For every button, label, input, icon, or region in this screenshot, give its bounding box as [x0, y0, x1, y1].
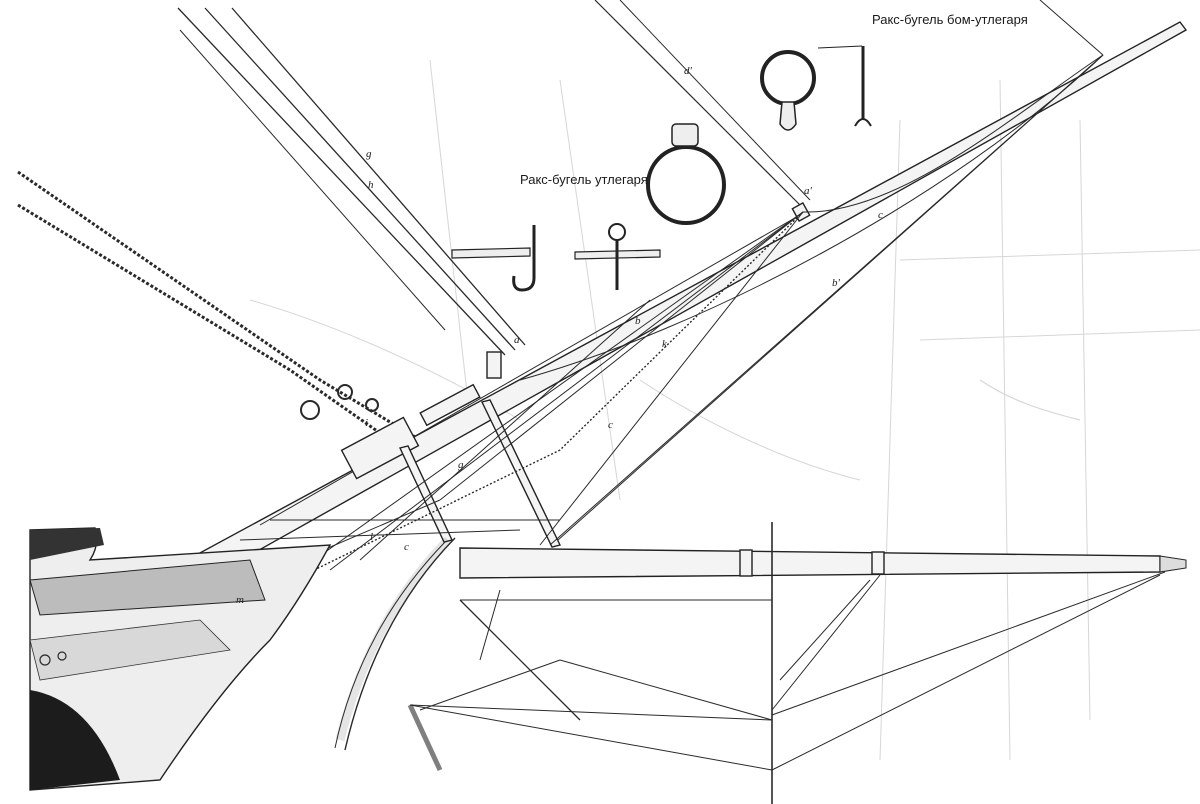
label-c-hull: c	[404, 541, 409, 553]
label-a: a	[514, 334, 520, 346]
label-b-prime: b'	[832, 277, 841, 289]
fore-stays	[177, 0, 1104, 356]
label-m: m	[236, 594, 244, 606]
caption-bom-utlegar: Ракс-бугель бом-утлегаря	[872, 12, 1028, 27]
rax-ring-bom-detail	[760, 45, 872, 131]
jib-boom	[148, 21, 1188, 601]
letter-annotations: g h d' a' c b' b k a c g i l c m	[236, 65, 883, 606]
head-rigging	[239, 54, 1104, 573]
label-i: i	[365, 417, 368, 429]
label-h: h	[368, 179, 374, 191]
label-c-lower: c	[608, 419, 613, 431]
label-k: k	[662, 338, 668, 350]
label-b: b	[635, 315, 641, 327]
label-a-prime: a'	[804, 185, 813, 197]
label-g-lower: g	[458, 459, 464, 471]
lower-boom	[334, 522, 1187, 804]
label-g: g	[366, 148, 372, 160]
dolphin-strikers	[399, 399, 562, 548]
ship-bow	[29, 527, 332, 791]
cable-ropes	[17, 170, 421, 442]
caption-utlegar: Ракс-бугель утлегаря	[520, 172, 648, 187]
label-d-prime: d'	[684, 65, 693, 77]
label-l: l	[370, 531, 373, 543]
background-ghost-lines	[249, 59, 1200, 761]
label-c-upper: c	[878, 209, 883, 221]
rax-ring-utlegar-detail	[451, 123, 726, 292]
